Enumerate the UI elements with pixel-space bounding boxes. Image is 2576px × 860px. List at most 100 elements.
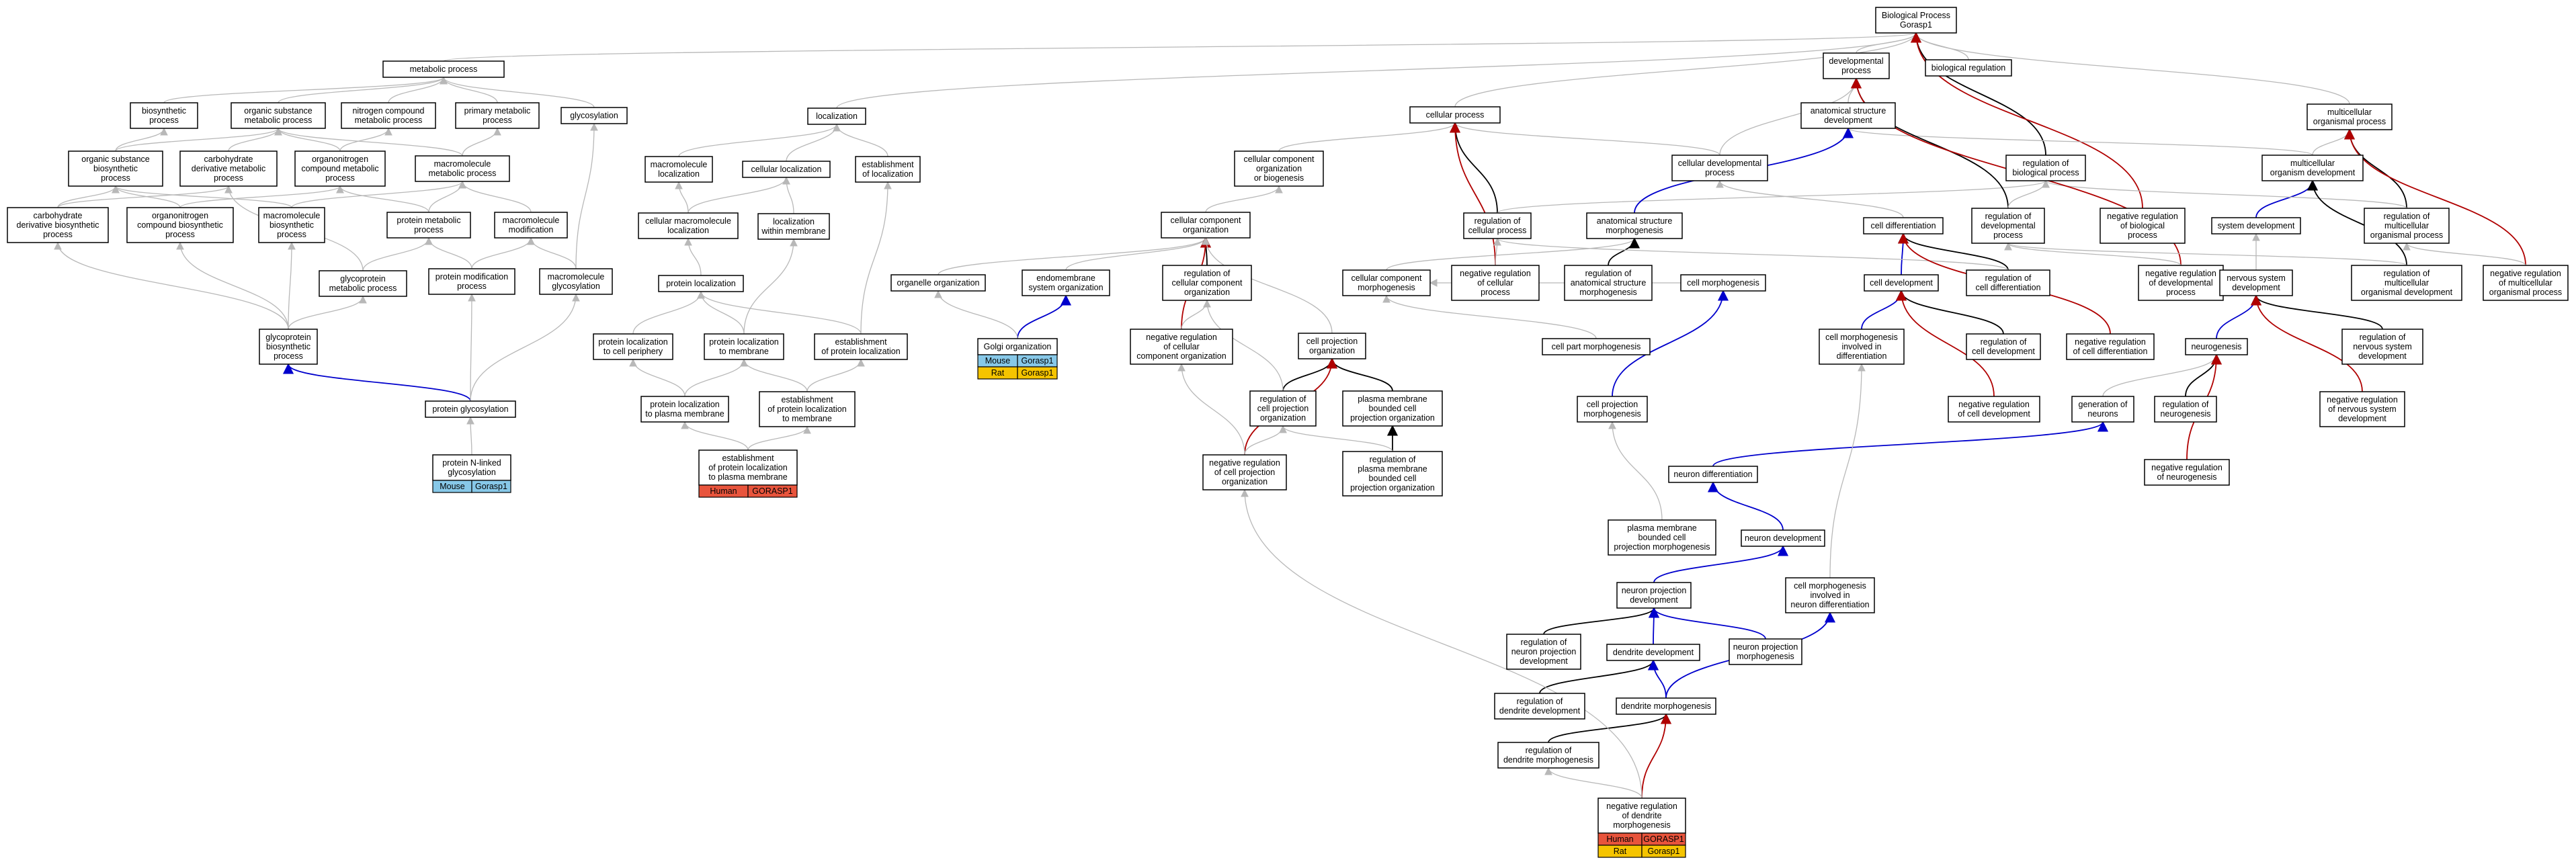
species-label: Human — [1606, 834, 1633, 844]
go-term-dendrite-dev[interactable]: dendrite development — [1606, 644, 1700, 661]
term-label-line: cellular developmental — [1678, 159, 1761, 168]
term-box — [1597, 798, 1686, 834]
go-term-cell-dev[interactable]: cell development — [1864, 274, 1939, 292]
go-term-cell-diff[interactable]: cell differentiation — [1863, 217, 1944, 234]
go-term-cell-morph[interactable]: cell morphogenesis — [1680, 274, 1766, 292]
go-term-bio-reg[interactable]: biological regulation — [1925, 59, 2012, 77]
go-term-dendrite-morph[interactable]: dendrite morphogenesis — [1616, 697, 1716, 715]
go-term-neurogenesis[interactable]: neurogenesis — [2185, 338, 2248, 355]
go-term-system-dev[interactable]: system development — [2211, 217, 2301, 234]
go-term-glycosylation[interactable]: glycosylation — [560, 107, 628, 124]
go-term-neuron-dev[interactable]: neuron development — [1741, 529, 1825, 547]
go-term-neuron-diff[interactable]: neuron differentiation — [1668, 466, 1758, 483]
go-term-prot-loc[interactable]: protein localization — [658, 275, 744, 292]
go-term-prot-glyc[interactable]: protein glycosylation — [425, 400, 516, 418]
term-label-line: within membrane — [761, 226, 825, 236]
go-term-cell-loc[interactable]: cellular localization — [742, 161, 831, 178]
go-term-organelle-org[interactable]: organelle organization — [890, 274, 986, 292]
go-term-cellular-process[interactable]: cellular process — [1409, 106, 1501, 124]
go-term-metabolic[interactable]: metabolic process — [382, 60, 505, 78]
go-term-cell-part-morph[interactable]: cell part morphogenesis — [1542, 338, 1651, 355]
go-term-localization[interactable]: localization — [807, 108, 866, 125]
